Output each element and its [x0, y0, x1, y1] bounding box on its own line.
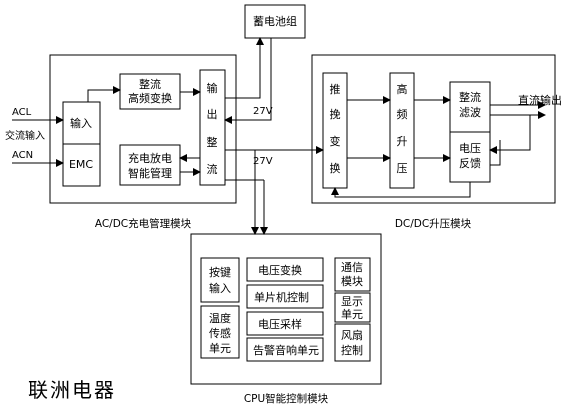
temp-line3: 单元 — [209, 342, 231, 355]
rectifier-line1: 整流 — [139, 77, 161, 91]
mid-item-3: 电压采样 — [258, 317, 302, 331]
charge-line2: 智能管理 — [128, 166, 172, 180]
mid-item-2: 单片机控制 — [254, 290, 309, 304]
display-unit-box — [334, 292, 371, 323]
dc-dc-module-box — [311, 54, 556, 204]
feedback-line1: 电压 — [459, 142, 481, 155]
ac-dc-module-box — [49, 54, 237, 204]
hf-boost-char-4: 压 — [397, 162, 408, 175]
voltage-convert-box — [246, 257, 324, 282]
cpu-module-box — [190, 233, 382, 385]
temp-line1: 温度 — [209, 311, 231, 325]
filter-line1: 整流 — [459, 90, 481, 104]
emc-label: EMC — [69, 158, 93, 171]
battery-box — [244, 4, 306, 39]
filter-line2: 滤波 — [459, 106, 481, 119]
mid-item-4: 告警音响单元 — [253, 343, 319, 357]
charge-line1: 充电放电 — [128, 151, 172, 165]
mcu-control-box — [246, 284, 324, 309]
feedback-line2: 反馈 — [459, 157, 481, 170]
output-rectifier-box — [199, 69, 226, 186]
hf-boost-char-3: 升 — [397, 135, 408, 148]
dc-output-label: 直流输出 — [518, 93, 562, 107]
alarm-unit-box — [246, 337, 324, 362]
ac-input-label: 交流输入 — [5, 129, 45, 142]
disp-line2: 单元 — [341, 308, 363, 321]
input-label: 输入 — [70, 116, 92, 130]
fan-line1: 风扇 — [341, 328, 363, 342]
key-input-box — [200, 257, 240, 303]
mid-item-1: 电压变换 — [258, 263, 302, 277]
key-line1: 按键 — [209, 265, 231, 279]
battery-label: 蓄电池组 — [253, 14, 297, 28]
charge-manage-box — [119, 144, 181, 186]
output-char-1: 输 — [207, 81, 218, 95]
comm-line2: 模块 — [341, 275, 363, 288]
comm-module-box — [334, 257, 371, 292]
temp-sensor-box — [200, 305, 240, 359]
dc-module-title: DC/DC升压模块 — [395, 218, 472, 230]
acl-label: ACL — [12, 107, 32, 118]
hf-boost-char-2: 频 — [397, 107, 408, 121]
voltage-top-label: 27V — [253, 106, 273, 117]
fan-line2: 控制 — [341, 343, 363, 357]
voltage-bottom-label: 27V — [253, 156, 273, 167]
push-pull-char-3: 变 — [330, 134, 341, 148]
disp-line1: 显示 — [341, 295, 363, 308]
acn-label: ACN — [12, 150, 33, 161]
key-line2: 输入 — [209, 281, 231, 295]
fan-control-box — [334, 323, 371, 362]
hf-boost-box — [389, 72, 415, 189]
temp-line2: 传感 — [209, 327, 231, 340]
push-pull-char-1: 推 — [330, 82, 341, 96]
output-char-3: 整 — [207, 135, 218, 149]
rectifier-line2: 高频变换 — [128, 91, 172, 105]
cpu-module-title: CPU智能控制模块 — [244, 392, 329, 405]
push-pull-char-2: 挽 — [330, 107, 341, 121]
voltage-sample-box — [246, 311, 324, 336]
comm-line1: 通信 — [341, 261, 363, 274]
push-pull-char-4: 换 — [330, 161, 341, 175]
hf-boost-char-1: 高 — [397, 82, 408, 96]
brand-watermark: 联洲电器 — [28, 378, 116, 402]
output-char-4: 流 — [207, 162, 218, 176]
output-char-2: 出 — [207, 107, 218, 121]
ac-module-title: AC/DC充电管理模块 — [95, 217, 192, 230]
